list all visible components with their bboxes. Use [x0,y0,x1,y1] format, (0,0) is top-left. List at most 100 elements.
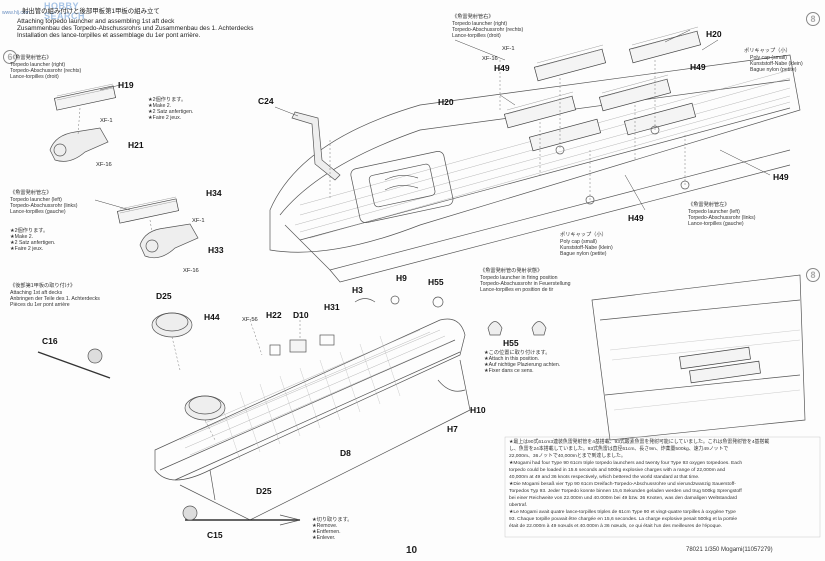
footnote-line-6: 40,000m at 49 and 36 knots respectively,… [509,475,700,480]
poly-cap-mid-jp: ポリキャップ（小） [560,232,607,238]
make-two-jp: ★2個作ります。 [148,97,187,103]
step-number-right: 8 [806,12,820,26]
position-note-fr: ★Fixer dans ce sens. [484,368,534,374]
step-number-right-mid: 8 [806,268,820,282]
aft-deck-line-2: Anbringen der Teile des 1. Achterdecks [10,296,100,302]
footnote-line-8: Torpedos Typ 93. Jeder Torpedo konnte bi… [509,489,742,494]
part-label-h49-d: H49 [628,213,644,223]
right-launcher-top-title: 《魚雷発射管右》 [452,14,494,20]
left-launcher-line-3: Lance-torpilles (gauche) [10,209,66,215]
part-label-h10: H10 [470,405,486,415]
poly-cap-mid-fr: Bague nylon (petite) [560,251,607,257]
section-line-2: Zusammenbau des Torpedo-Abschussrohrs un… [17,25,254,32]
remove-note-jp: ★切り取ります。 [312,517,353,523]
right-launcher-line-3: Lance-torpilles (droit) [10,74,59,80]
paint-label-xf1-b: XF-1 [192,218,205,224]
poly-cap-top-de: Kunststoff-Nabe (klein) [750,61,803,67]
part-label-d25-bottom: D25 [256,486,272,496]
mount-h33-shape [139,223,199,259]
make-two-b-fr: ★Faire 2 jeux. [10,246,44,252]
footnote-line-11: ★Le Mogami avait quatre lance-torpilles … [509,510,736,515]
part-label-c15: C15 [207,530,223,540]
aft-deck-line-3: Pièces du 1er pont arrière [10,302,70,308]
left-launcher-right-line-1: Torpedo launcher (left) [688,209,740,215]
watermark-site: www.hlj.com [2,10,30,16]
footnote-line-7: ★Die Mogami besaß vier Typ 90 61cm Dreif… [509,482,736,487]
remove-note-de: ★Entfernen. [312,529,341,535]
left-launcher-right-title: 《魚雷発射管左》 [688,202,730,208]
watermark-brand: HOBBY SEARCH [44,1,86,21]
right-hull-detail [591,274,806,441]
footnote-line-9: bei einer Reichweite von 22.000m und 40.… [509,496,738,501]
part-label-h33: H33 [208,245,224,255]
paint-label-xf1-a: XF-1 [100,118,113,124]
poly-cap-mid-en: Poly cap (small) [560,239,597,245]
footnote-line-1: ★最上は90式61cm3連装魚雷発射管を4基搭載、93式酸素魚雷を発射可能にして… [509,440,770,445]
firing-position-title: 《魚雷発射管の発射状態》 [480,268,543,274]
right-launcher-top-line-1: Torpedo launcher (right) [452,21,508,27]
footnote-line-2: し、魚雷を24本搭載していました。93式魚雷は直径61cm、長さ9m、炸薬量50… [509,447,729,452]
right-launcher-top-line-3: Lance-torpilles (droit) [452,33,501,39]
left-launcher-right-line-3: Lance-torpilles (gauche) [688,221,744,227]
make-two-en: ★Make 2. [148,103,172,109]
left-launcher-line-1: Torpedo launcher (left) [10,197,62,203]
firing-position-line-2: Torpedo-Abschussrohr in Feuerstellung [480,281,571,287]
upper-hull-outline [269,54,801,253]
part-label-d10: D10 [293,310,309,320]
paint-label-xf16-c: XF-16 [482,56,498,62]
part-label-h44: H44 [204,312,220,322]
part-c24-shape [291,111,341,181]
part-label-h22: H22 [266,310,282,320]
left-launcher-right-line-2: Torpedo-Abschussrohr (links) [688,215,756,221]
part-label-h49-c: H49 [773,172,789,182]
firing-position-line-1: Torpedo launcher in firing position [480,275,558,281]
section-line-3: Installation des lance-torpilles et asse… [17,32,201,39]
part-label-h3: H3 [352,285,363,295]
part-label-h20-top: H20 [706,29,722,39]
firing-position-line-3: Lance-torpilles en position de tir [480,287,554,293]
paint-label-xf16-a: XF-16 [96,162,112,168]
lower-hull-outline [154,318,466,481]
footnote-line-10: übertraf. [509,503,528,508]
make-two-b-de: ★2 Satz anfertigen. [10,240,56,246]
footnote-line-5: torpedo could be loaded in 15.6 seconds … [509,468,726,473]
disc-d25-top [151,312,193,338]
upper-turret-box [350,151,454,224]
left-launcher-line-2: Torpedo-Abschussrohr (links) [10,203,78,209]
part-label-h19: H19 [118,80,134,90]
poly-cap-top-jp: ポリキャップ（小） [744,48,791,54]
part-label-h7: H7 [447,424,458,434]
right-launcher-top-line-2: Torpedo-Abschussrohr (rechts) [452,27,524,33]
position-note-jp: ★この位置に取り付けます。 [484,350,551,356]
part-label-h21: H21 [128,140,144,150]
make-two-b-jp: ★2個作ります。 [10,228,49,234]
part-label-c16: C16 [42,336,58,346]
make-two-b-en: ★Make 2. [10,234,34,240]
part-label-h55-top: H55 [428,277,444,287]
right-launcher-title-jp: 《魚雷発射管右》 [10,55,52,61]
page-number: 10 [406,545,418,556]
poly-cap-mid-de: Kunststoff-Nabe (klein) [560,245,613,251]
footnote-line-4: ★Mogami had four Type 90 61cm triple tor… [509,461,743,466]
part-label-h49-b: H49 [690,62,706,72]
section-line-1: Attaching torpedo launcher and assemblin… [17,18,175,25]
mount-h21-shape [49,127,109,162]
disc-d25-bottom [184,395,226,421]
paint-label-xf1-c: XF-1 [502,46,515,52]
part-label-d8: D8 [340,448,351,458]
poly-cap-top-en: Poly cap (small) [750,55,787,61]
make-two-de: ★2 Satz anfertigen. [148,109,194,115]
part-label-h34: H34 [206,188,222,198]
remove-note-fr: ★Enlever. [312,535,336,541]
position-note-en: ★Attach in this position. [484,356,540,362]
aft-deck-title-jp: 《後部第1甲板の取り付け》 [10,283,76,289]
part-label-h55-bottom: H55 [503,338,519,348]
section-title-jp: 射出管の組み付けと後部甲板第1甲板の組み立て [22,8,160,15]
model-code: 78021 1/350 Mogami(11057279) [686,547,773,553]
footnote-line-13: était de 22.000m à 49 nœuds et 40.000m à… [509,524,723,529]
part-label-c24: C24 [258,96,274,106]
poly-cap-top-fr: Bague nylon (petite) [750,67,797,73]
part-label-h20-left: H20 [438,97,454,107]
paint-label-xf56: XF-56 [242,317,258,323]
